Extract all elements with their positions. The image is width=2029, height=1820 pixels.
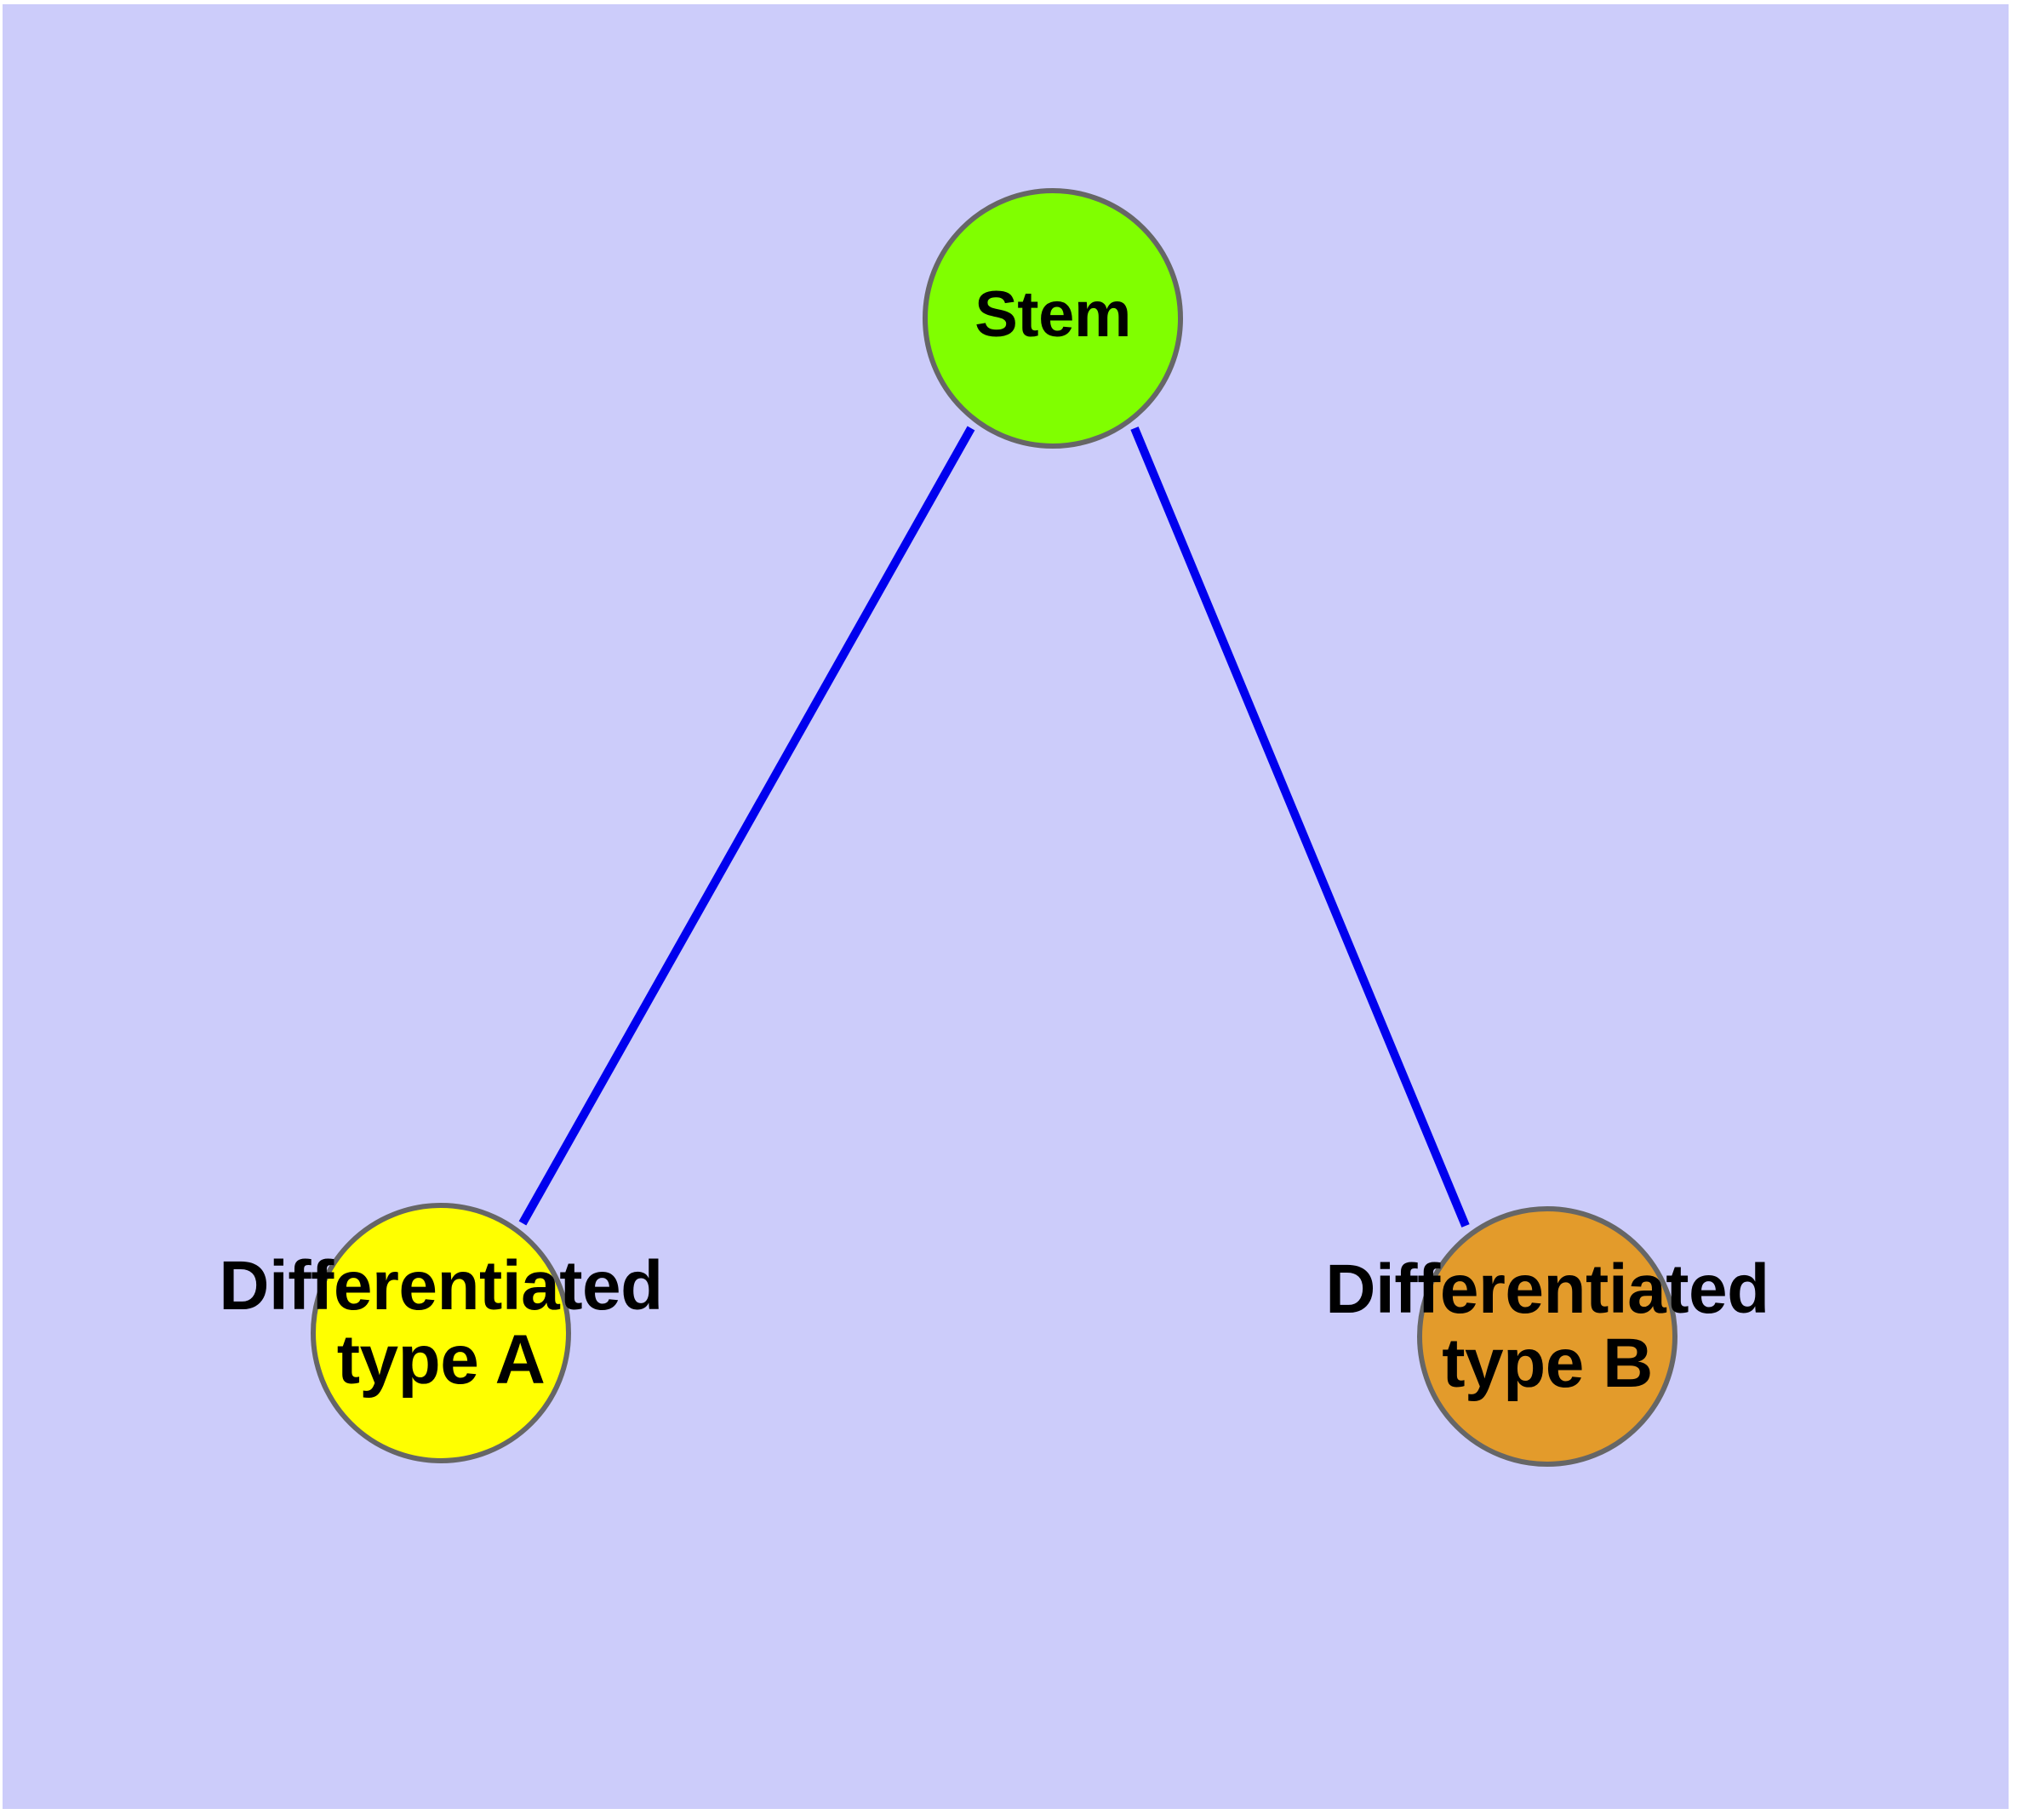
node-stem[interactable]	[923, 188, 1183, 449]
edge-stem-to-differentiated-type-b[interactable]	[1130, 426, 1470, 1228]
node-differentiated-type-b[interactable]	[1417, 1206, 1677, 1467]
edge-layer	[518, 426, 1470, 1228]
node-differentiated-type-a[interactable]	[311, 1203, 571, 1463]
edge-stem-to-differentiated-type-a[interactable]	[518, 426, 975, 1226]
node-layer	[311, 188, 1677, 1467]
